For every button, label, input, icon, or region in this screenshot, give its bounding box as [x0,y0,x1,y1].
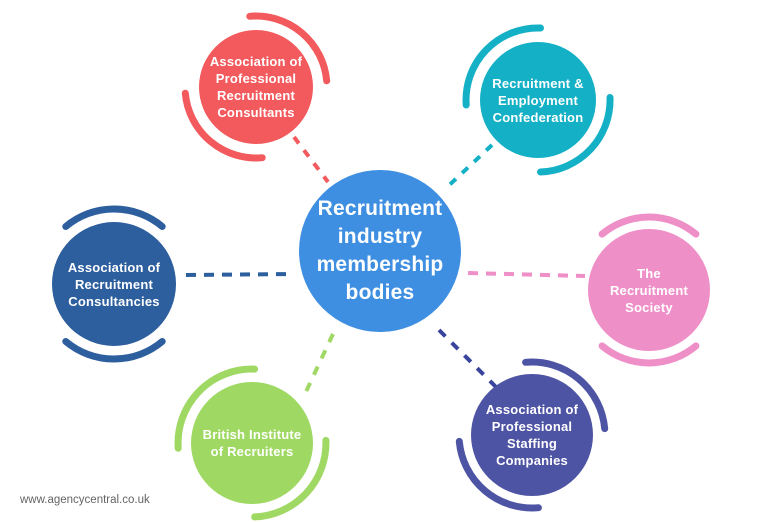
connector-line-recruitment-society [467,271,586,278]
connector-line-institute-of-recruiters [302,333,335,397]
arc-recruitment-society-top [598,213,700,238]
arc-institute-of-recruiters-bottom [251,436,330,521]
arc-institute-of-recruiters-top [174,365,259,452]
arc-recruitment-consultancies-bottom [62,338,166,363]
arc-employment-confederation-bottom [537,94,614,176]
website-watermark: www.agencycentral.co.uk [20,494,150,506]
circle-label: Association of Recruitment Consultancies [67,259,161,309]
arc-recruitment-consultants-bottom [181,89,266,162]
circle-british-institute-of-recruiters: British Institute of Recruiters [191,382,313,504]
circle-recruitment-employment-confederation: Recruitment & Employment Confederation [480,42,596,158]
center-circle-label: Recruitment industry membership bodies [316,197,444,304]
circle-association-of-recruitment-consultancies: Association of Recruitment Consultancies [52,222,176,346]
arc-staffing-companies-bottom [455,437,542,512]
circle-label: Association of Professional Staffing Com… [485,402,579,468]
connector-line-staffing-companies [437,328,498,389]
circle-association-professional-recruitment-consultants: Association of Professional Recruitment … [199,30,313,144]
circle-association-professional-staffing-companies: Association of Professional Staffing Com… [471,374,593,496]
circle-the-recruitment-society: The Recruitment Society [588,229,710,351]
arc-recruitment-consultants-top [246,12,331,85]
arc-recruitment-consultancies-top [62,205,166,230]
arc-recruitment-society-bottom [598,342,700,367]
center-circle-recruitment-industry-membership-bodies: Recruitment industry membership bodies [299,170,461,332]
circle-label: Recruitment & Employment Confederation [492,75,584,125]
circle-label: The Recruitment Society [609,265,689,315]
connector-line-recruitment-consultants [292,135,330,184]
arc-staffing-companies-top [522,358,609,433]
circle-label: Association of Professional Recruitment … [209,54,303,120]
arc-employment-confederation-top [462,24,544,109]
connector-line-employment-confederation [442,143,494,192]
circle-label: British Institute of Recruiters [202,427,302,459]
connector-line-recruitment-consultancies [185,272,295,277]
